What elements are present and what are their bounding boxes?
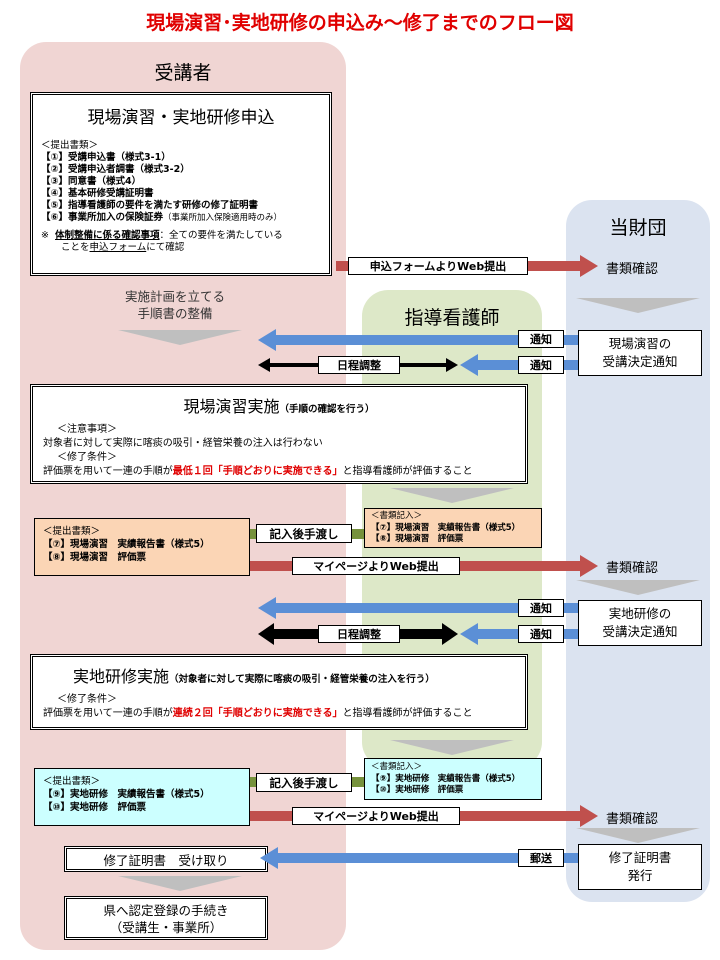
trainee-lane-title: 受講者 — [154, 62, 212, 84]
instructor-docs-1: ＜書類記入＞ 【⑦】現場演習 実績報告書（様式5） 【⑧】現場演習 評価票 — [364, 508, 542, 548]
notify-arrow — [258, 329, 578, 351]
doc6-main: 【⑥】事業所加入の保険証券 — [41, 212, 164, 223]
flow-triangle — [576, 580, 700, 595]
issue-line: 修了証明書 — [608, 850, 672, 865]
handover-label: 記入後手渡し — [256, 773, 352, 792]
field-decision-box: 実地研修の 受講決定通知 — [578, 600, 702, 646]
field-title: 実地研修実施 — [73, 667, 170, 686]
flow-triangle — [390, 488, 514, 503]
completion-emphasis: 最低１回「手順どおりに実施できる」 — [172, 466, 343, 477]
doc-item: 【⑩】実地研修 評価票 — [371, 785, 464, 795]
notify-label: 通知 — [518, 330, 564, 348]
note-text: にて確認 — [146, 242, 185, 253]
mail-label: 郵送 — [518, 849, 564, 867]
docs-heading: ＜提出書類＞ — [41, 140, 99, 151]
instructor-lane-title: 指導看護師 — [404, 307, 500, 329]
notify-label: 通知 — [518, 356, 564, 374]
doc-item: 【⑤】指導看護師の要件を満たす研修の修了証明書 — [41, 200, 259, 211]
notify-label: 通知 — [518, 625, 564, 643]
certificate-receive-box: 修了証明書 受け取り — [64, 846, 268, 872]
completion-text: 評価票を用いて一連の手順が最低１回「手順どおりに実施できる」と指導看護師が評価す… — [43, 465, 515, 479]
practice-box: 現場演習実施（手順の確認を行う） ＜注意事項＞ 対象者に対して実際に喀痰の吸引・… — [30, 384, 528, 484]
completion-emphasis: 連続２回「手順どおりに実施できる」 — [172, 708, 343, 719]
practice-decision-box: 現場演習の 受講決定通知 — [578, 330, 702, 376]
issue-line: 発行 — [627, 868, 653, 883]
docs-heading: ＜提出書類＞ — [43, 526, 101, 537]
note-rest: ：全ての要件を満たしている — [159, 230, 283, 241]
doc-item: 【①】受講申込書（様式3-1） — [41, 152, 171, 163]
decision-line: 受講決定通知 — [602, 624, 678, 639]
doc-item: 【⑦】現場演習 実績報告書（様式5） — [371, 522, 521, 533]
prefecture-box: 県へ認定登録の手続き （受講生・事業所） — [64, 896, 268, 940]
web-apply-label: 申込フォームよりWeb提出 — [348, 257, 528, 275]
doc-item: 【⑥】事業所加入の保険証券（事業所加入保険適用時のみ） — [41, 212, 321, 224]
docs-heading: ＜書類記入＞ — [371, 511, 423, 521]
caution-heading: ＜注意事項＞ — [57, 424, 117, 435]
notify-arrow — [258, 597, 578, 619]
plan-line: 手順書の整備 — [137, 306, 213, 321]
mail-arrow — [260, 847, 578, 869]
completion-text: 評価票を用いて一連の手順が連続２回「手順どおりに実施できる」と指導看護師が評価す… — [43, 707, 515, 721]
completion-part: 評価票を用いて一連の手順が — [43, 466, 173, 477]
schedule-label: 日程調整 — [318, 356, 400, 374]
completion-heading: ＜修了条件＞ — [57, 452, 117, 463]
plan-line: 実施計画を立てる — [124, 289, 225, 304]
trainee-docs-2: ＜提出書類＞ 【⑨】実地研修 実績報告書（様式5） 【⑩】実地研修 評価票 — [34, 768, 250, 826]
flow-triangle — [576, 298, 700, 313]
doc-item: 【⑦】現場演習 実績報告書（様式5） — [43, 539, 210, 550]
notify-label: 通知 — [518, 599, 564, 617]
docs-heading: ＜書類記入＞ — [371, 762, 423, 772]
doc-item: 【④】基本研修受講証明書 — [41, 188, 154, 199]
mypage-label: マイページよりWeb提出 — [292, 557, 460, 575]
foundation-lane — [566, 200, 710, 902]
doc-item: 【⑩】実地研修 評価票 — [43, 802, 147, 813]
doc-check-2: 書類確認 — [606, 561, 659, 576]
decision-line: 現場演習の — [608, 336, 672, 351]
trainee-docs-1: ＜提出書類＞ 【⑦】現場演習 実績報告書（様式5） 【⑧】現場演習 評価票 — [34, 518, 250, 576]
application-box: 現場演習・実地研修申込 ＜提出書類＞ 【①】受講申込書（様式3-1） 【②】受講… — [30, 92, 332, 276]
field-box: 実地研修実施（対象者に対して実際に喀痰の吸引・経管栄養の注入を行う） ＜修了条件… — [30, 654, 528, 730]
doc-item: 【②】受講申込者調書（様式3-2） — [41, 164, 190, 175]
note-text: ことを — [61, 242, 90, 253]
certificate-issue-box: 修了証明書 発行 — [578, 844, 702, 890]
completion-part: 評価票を用いて一連の手順が — [43, 708, 173, 719]
doc-item: 【⑨】実地研修 実績報告書（様式5） — [43, 789, 210, 800]
page-title: 現場演習･実地研修の申込み～修了までのフロー図 — [146, 12, 574, 34]
note-form-text: 申込フォーム — [89, 242, 147, 253]
doc6-note: （事業所加入保険適用時のみ） — [163, 213, 283, 223]
doc-check-3: 書類確認 — [606, 812, 659, 827]
schedule-label: 日程調整 — [318, 625, 400, 643]
completion-heading: ＜修了条件＞ — [57, 694, 117, 705]
mypage-label: マイページよりWeb提出 — [292, 807, 460, 825]
flow-triangle — [576, 828, 700, 843]
flow-triangle — [390, 740, 514, 755]
doc-check-1: 書類確認 — [606, 262, 659, 277]
practice-title: 現場演習実施 — [183, 397, 280, 416]
plan-text: 実施計画を立てる 手順書の整備 — [40, 288, 310, 322]
note-bold: 体制整備に係る確認事項 — [55, 230, 160, 241]
instructor-docs-2: ＜書類記入＞ 【⑨】実地研修 実績報告書（様式5） 【⑩】実地研修 評価票 — [364, 758, 542, 800]
flow-triangle — [118, 876, 242, 891]
confirmation-note: ※ 体制整備に係る確認事項：全ての要件を満たしている — [41, 230, 321, 242]
foundation-lane-title: 当財団 — [609, 217, 667, 239]
flow-triangle — [118, 330, 242, 345]
decision-line: 受講決定通知 — [602, 354, 678, 369]
handover-label: 記入後手渡し — [256, 524, 352, 543]
doc-item: 【⑧】現場演習 評価票 — [371, 534, 464, 544]
decision-line: 実地研修の — [608, 606, 672, 621]
completion-part: と指導看護師が評価すること — [342, 466, 473, 477]
practice-title-note: （手順の確認を行う） — [279, 404, 375, 415]
confirmation-note-line2: ことを申込フォームにて確認 — [41, 242, 321, 254]
docs-heading: ＜提出書類＞ — [43, 776, 101, 787]
note-mark: ※ — [41, 230, 49, 241]
caution-text: 対象者に対して実際に喀痰の吸引・経管栄養の注入は行わない — [43, 438, 323, 449]
field-title-note: （対象者に対して実際に喀痰の吸引・経管栄養の注入を行う） — [169, 674, 435, 685]
prefecture-line: （受講生・事業所） — [109, 920, 223, 935]
doc-item: 【⑨】実地研修 実績報告書（様式5） — [371, 773, 521, 784]
doc-item: 【⑧】現場演習 評価票 — [43, 552, 147, 563]
prefecture-line: 県へ認定登録の手続き — [103, 903, 229, 918]
application-title: 現場演習・実地研修申込 — [87, 108, 275, 128]
doc-item: 【③】同意書（様式4） — [41, 176, 142, 187]
completion-part: と指導看護師が評価すること — [342, 708, 473, 719]
